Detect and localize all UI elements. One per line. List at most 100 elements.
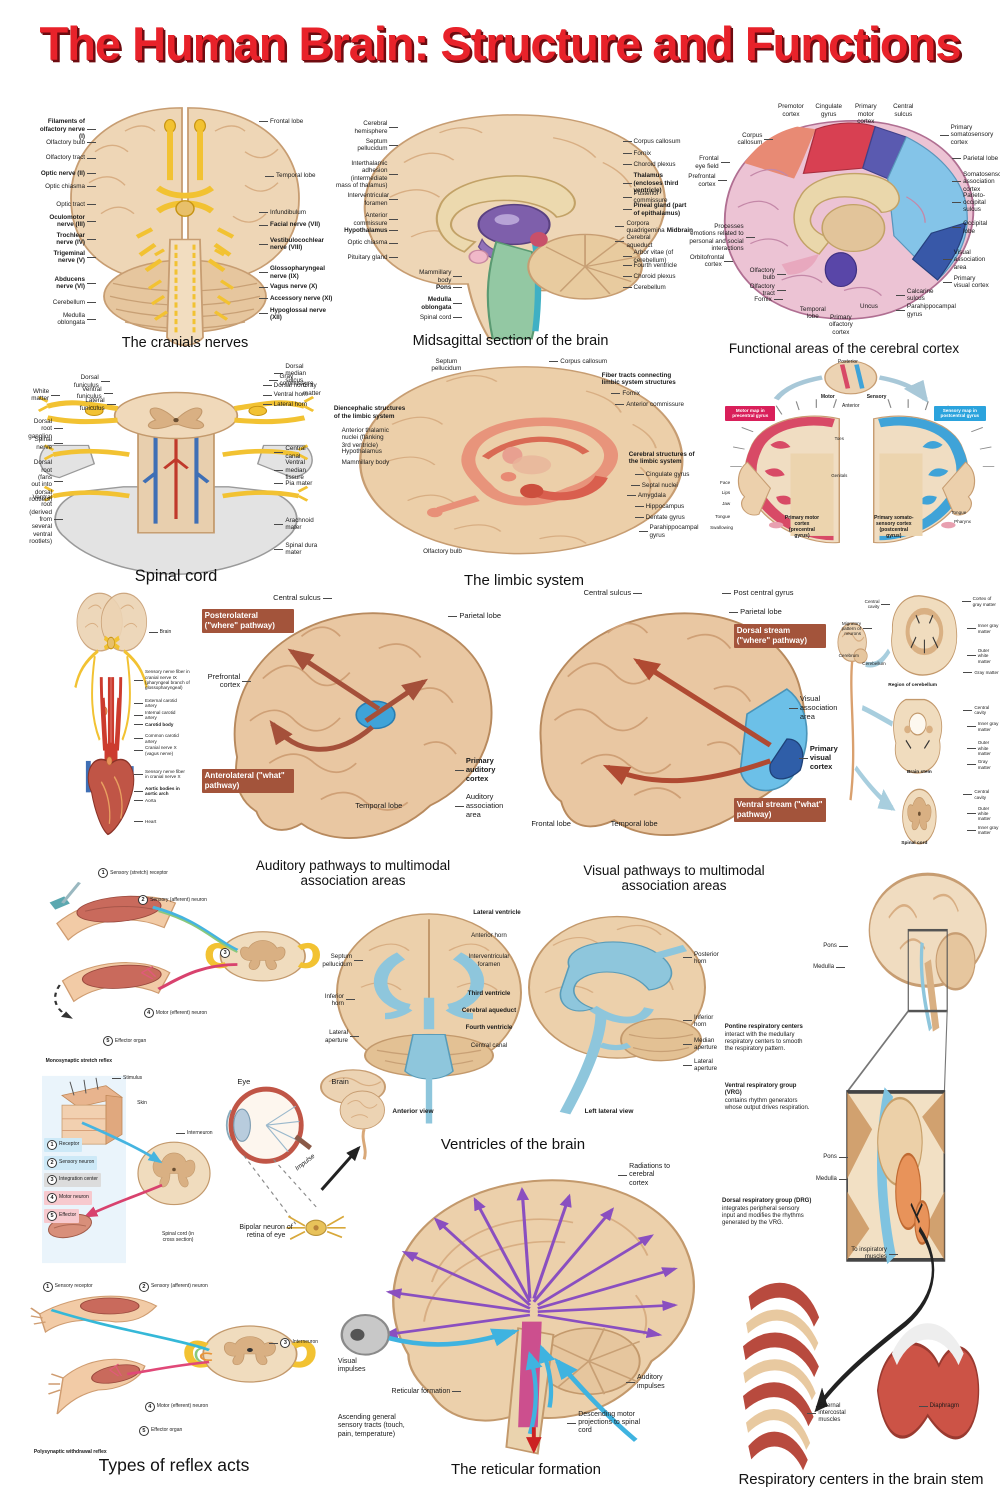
anatomy-label: Sensory nerve fiber in cranial nerve IX … (132, 669, 192, 691)
anatomy-label: Pharynx (954, 518, 971, 524)
anatomy-label: Face (720, 479, 731, 485)
carotid-heart-illustration (74, 592, 148, 836)
anatomy-label: Dorsal root ganglion (28, 418, 65, 440)
anatomy-label: Central sulcus (584, 588, 645, 598)
anatomy-label: Ascending general sensory tracts (touch,… (337, 1414, 405, 1438)
anatomy-label: Central cavity (855, 599, 892, 610)
anatomy-label: Cerebral aqueduct (613, 234, 668, 249)
panel-caption: Respiratory centers in the brain stem (738, 1471, 984, 1488)
anatomy-label: Carotid body (132, 722, 173, 727)
anatomy-label: Hypoglossal nerve (XII) (257, 307, 335, 322)
anatomy-label: Anterior commissure (349, 212, 400, 227)
anatomy-label: Gray commissure (267, 373, 322, 388)
anatomy-label: Sensory (866, 393, 887, 400)
anatomy-label: Oculomotor nerve (III) (45, 214, 98, 229)
anatomy-label: Heart (132, 819, 156, 824)
anatomy-label: Corpus callosum (732, 132, 775, 147)
anatomy-label: Processes emotions related to personal a… (688, 223, 757, 253)
anatomy-label: Choroid plexus (621, 273, 676, 280)
anatomy-label: Dorsal funiculus (67, 374, 112, 389)
anatomy-label: Arachnoid mater (272, 517, 322, 532)
anatomy-label: Gray matter (965, 759, 1000, 770)
anatomy-label: Post central gyrus (720, 588, 794, 598)
anatomy-label: Internal carotid artery (132, 710, 185, 721)
anatomy-label: Monosynaptic stretch reflex (45, 1057, 113, 1064)
anatomy-label: Primary olfactory cortex (828, 313, 853, 336)
anatomy-label: Auditory association area (453, 793, 510, 820)
anatomy-label: Central cavity (961, 789, 998, 800)
anatomy-label: Primary auditory cortex (453, 756, 510, 784)
anatomy-label: Fourth ventricle (465, 1024, 513, 1031)
anatomy-label: Uncus (860, 303, 878, 311)
anatomy-label: Ventral respiratory group (VRG)contains … (724, 1082, 810, 1111)
panel-caption: Ventricles of the brain (440, 1136, 586, 1153)
anatomy-label: Pons (823, 1154, 850, 1161)
anatomy-label: Radiations to cerebral cortex (616, 1163, 675, 1188)
anatomy-label: Trigeminal nerve (V) (45, 250, 98, 265)
anatomy-label: Olfactory tract (747, 283, 788, 298)
anatomy-label: Outer white matter (965, 806, 1000, 822)
anatomy-label: Medulla oblongata (35, 312, 98, 327)
anatomy-label: Septum pellucidum (341, 138, 400, 153)
anatomy-label: Corpus callosum (621, 138, 680, 145)
anatomy-label: External carotid artery (132, 698, 185, 709)
anatomy-label: Interthalamic adhesion (intermediate mas… (335, 160, 400, 190)
anatomy-label: Fornix (609, 390, 640, 397)
anatomy-label: Ventral median fissure (272, 459, 322, 481)
anatomy-label: Primary motor cortex (precentral gyrus) (784, 515, 820, 540)
anatomy-label: Hypothalamus (341, 448, 382, 456)
anatomy-label: Common carotid artery (132, 733, 185, 744)
anatomy-label: Central canal (272, 445, 322, 460)
anatomy-label: Facial nerve (VII) (257, 221, 320, 228)
anatomy-label: Anterior view (392, 1107, 434, 1115)
anatomy-label: Occipital lobe (950, 220, 993, 235)
anatomy-label: 3 (220, 948, 232, 959)
anatomy-label: Fourth ventricle (621, 262, 677, 269)
anatomy-label: Hippocampus (633, 503, 684, 510)
anatomy-label: Arbor vitae (of cerebellum) (621, 249, 688, 264)
anatomy-label: Anterior (841, 402, 860, 409)
anatomy-label: Cerebellum (862, 661, 886, 667)
anatomy-label: Medulla oblongata (417, 296, 464, 311)
anatomy-label: Spinal dura mater (272, 542, 322, 557)
visual-pathways-illustration (539, 612, 808, 837)
anatomy-label: Ventral horn (261, 391, 308, 398)
anatomy-label: Inferior horn (316, 993, 357, 1008)
anatomy-label: Premotor cortex (778, 103, 804, 118)
anatomy-label: Genitals (831, 473, 848, 478)
anatomy-label: Pineal gland (part of epithalamus) (621, 202, 688, 217)
anatomy-label: Dorsal root (fans out into dorsal rootle… (29, 459, 65, 504)
anatomy-label: Migratory pattern of neurons (835, 621, 874, 637)
anatomy-label: Cranial nerve X (vagus nerve) (132, 745, 189, 756)
anatomy-label: Optic nerve (II) (41, 170, 98, 177)
anatomy-label: Pituitary gland (348, 254, 401, 261)
anatomy-label: Posterolateral ("where" pathway) (201, 609, 294, 634)
anatomy-label: Visual impulses (337, 1357, 366, 1374)
anatomy-label: Median aperture (681, 1037, 717, 1052)
anatomy-label: Tongue (951, 509, 967, 515)
anatomy-label: Dentate gyrus (633, 514, 685, 521)
panel-caption: Functional areas of the cerebral cortex (728, 341, 960, 356)
anatomy-label: Visual association area (787, 694, 840, 722)
anatomy-label: Impulse (294, 1152, 317, 1173)
anatomy-label: Hypothalamus (344, 227, 400, 234)
respiratory-centers-illustration (743, 872, 987, 1471)
cranial-nerves-illustration (70, 107, 300, 347)
poster-title: The Human Brain: Structure and Functions (39, 17, 962, 70)
anatomy-label: Optic chiasma (45, 183, 98, 190)
